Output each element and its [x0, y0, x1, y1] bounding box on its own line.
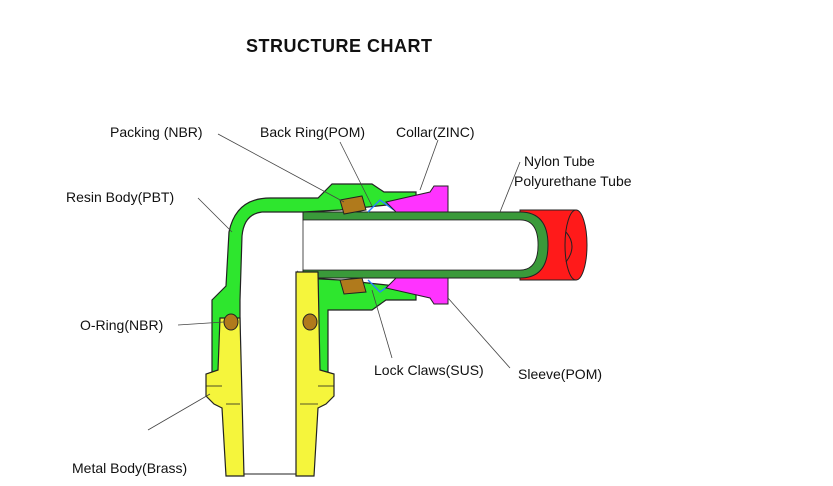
lock-claws-top	[367, 199, 395, 213]
label-packing: Packing (NBR)	[110, 124, 203, 140]
packing-top	[339, 195, 367, 215]
label-nylon-tube: Nylon Tube	[524, 153, 595, 169]
leader-lines	[147, 133, 521, 431]
label-sleeve: Sleeve(POM)	[518, 366, 603, 382]
packing-bottom	[339, 277, 367, 295]
label-lock-claws: Lock Claws(SUS)	[374, 362, 484, 378]
collar	[385, 185, 449, 305]
label-metal-body: Metal Body(Brass)	[72, 460, 188, 476]
label-collar: Collar(ZINC)	[396, 124, 475, 140]
label-resin-body: Resin Body(PBT)	[66, 189, 175, 205]
label-back-ring: Back Ring(POM)	[260, 124, 366, 140]
chart-title: STRUCTURE CHART	[246, 36, 433, 56]
o-ring-left	[223, 313, 239, 331]
o-ring-right	[302, 313, 318, 331]
label-o-ring: O-Ring(NBR)	[80, 317, 164, 333]
label-polyurethane-tube: Polyurethane Tube	[514, 173, 632, 189]
